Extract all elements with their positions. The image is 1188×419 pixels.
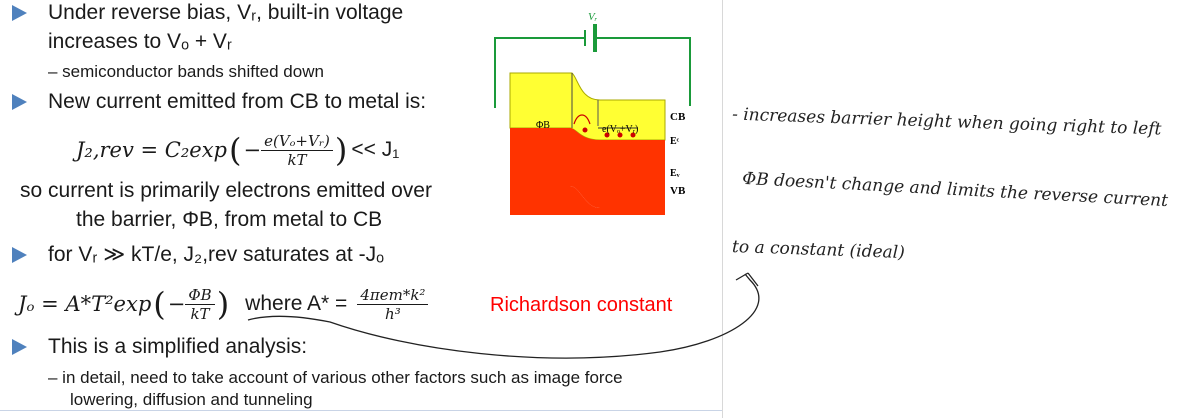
bullet-4-text: This is a simplified analysis: [48, 335, 308, 358]
bullet-1-line-1: Under reverse bias, Vᵣ, built-in voltage [48, 1, 404, 24]
band-diagram: Vᵣ ΦB e(Vₒ+Vᵣ) CB Eᶜ Eᵥ VB [494, 11, 691, 215]
richardson-constant-label: Richardson constant [490, 294, 673, 316]
bullet-2-cont-1: so current is primarily electrons emitte… [20, 179, 432, 202]
eq2-where: where A* = [245, 292, 348, 315]
vb-label: VB [670, 185, 686, 197]
slide: Under reverse bias, Vᵣ, built-in voltage… [0, 0, 723, 418]
phi-b-label: ΦB [536, 120, 550, 131]
eq1-rhs: << J₁ [351, 138, 400, 161]
electron-dot [617, 132, 623, 138]
bullet-marker [12, 339, 27, 355]
eq1-lhs: J₂,rev = C₂exp [76, 138, 227, 162]
slide-bottom-border [0, 410, 722, 419]
handwritten-arrow [247, 272, 760, 359]
eq1-fraction: e(Vₒ+Vᵣ) kT [261, 132, 333, 169]
vr-label: Vᵣ [588, 11, 598, 23]
bullet-4-sub-2: lowering, diffusion and tunneling [70, 390, 313, 409]
handwritten-note-1: - increases barrier height when going ri… [731, 104, 1162, 140]
bullet-4-sub-1: – in detail, need to take account of var… [48, 368, 623, 387]
handwritten-note-2: ΦB doesn't change and limits the reverse… [741, 168, 1169, 212]
cb-label: CB [670, 111, 686, 123]
bullet-2-cont-2: the barrier, ΦB, from metal to CB [76, 208, 383, 231]
eq2-denominator: kT [190, 304, 210, 323]
handwritten-note-3: to a constant (ideal) [731, 236, 906, 264]
reverse-current-equation: J₂,rev = C₂exp ( − e(Vₒ+Vᵣ) kT ) << J₁ [76, 131, 400, 169]
bullet-marker [12, 247, 27, 263]
electron-dot [582, 127, 588, 133]
eq2-numerator-2: 4πem*k² [357, 286, 429, 305]
valence-band-fill [510, 186, 665, 215]
bullet-marker [12, 5, 27, 21]
bullet-1-sub: – semiconductor bands shifted down [48, 62, 324, 81]
barrier-height-label: e(Vₒ+Vᵣ) [602, 124, 638, 135]
emission-arrow [573, 114, 591, 125]
bias-circuit [494, 24, 691, 108]
bullet-2-text: New current emitted from CB to metal is: [48, 90, 427, 113]
eq2-lhs: Jₒ = A*T²exp [18, 292, 152, 316]
electron-dot [604, 132, 610, 138]
ev-label: Eᵥ [670, 168, 680, 179]
eq2-denominator-2: h³ [385, 304, 401, 323]
eq1-denominator: kT [287, 150, 307, 169]
bullet-3-text: for Vᵣ ≫ kT/e, J₂,rev saturates at -Jₒ [48, 243, 385, 266]
valence-band-region [510, 128, 665, 208]
eq2-fraction: ΦB kT [185, 286, 215, 323]
bullet-1-line-2: increases to Vₒ + Vᵣ [48, 30, 232, 53]
electron-dot [630, 132, 636, 138]
eq2-fraction-2: 4πem*k² h³ [357, 286, 429, 323]
eq2-numerator: ΦB [185, 286, 215, 305]
eq1-numerator: e(Vₒ+Vᵣ) [261, 132, 333, 151]
bullet-marker [12, 94, 27, 110]
ec-label: Eᶜ [670, 136, 680, 147]
saturation-current-equation: Jₒ = A*T²exp ( − ΦB kT ) where A* = 4πem… [18, 280, 429, 328]
